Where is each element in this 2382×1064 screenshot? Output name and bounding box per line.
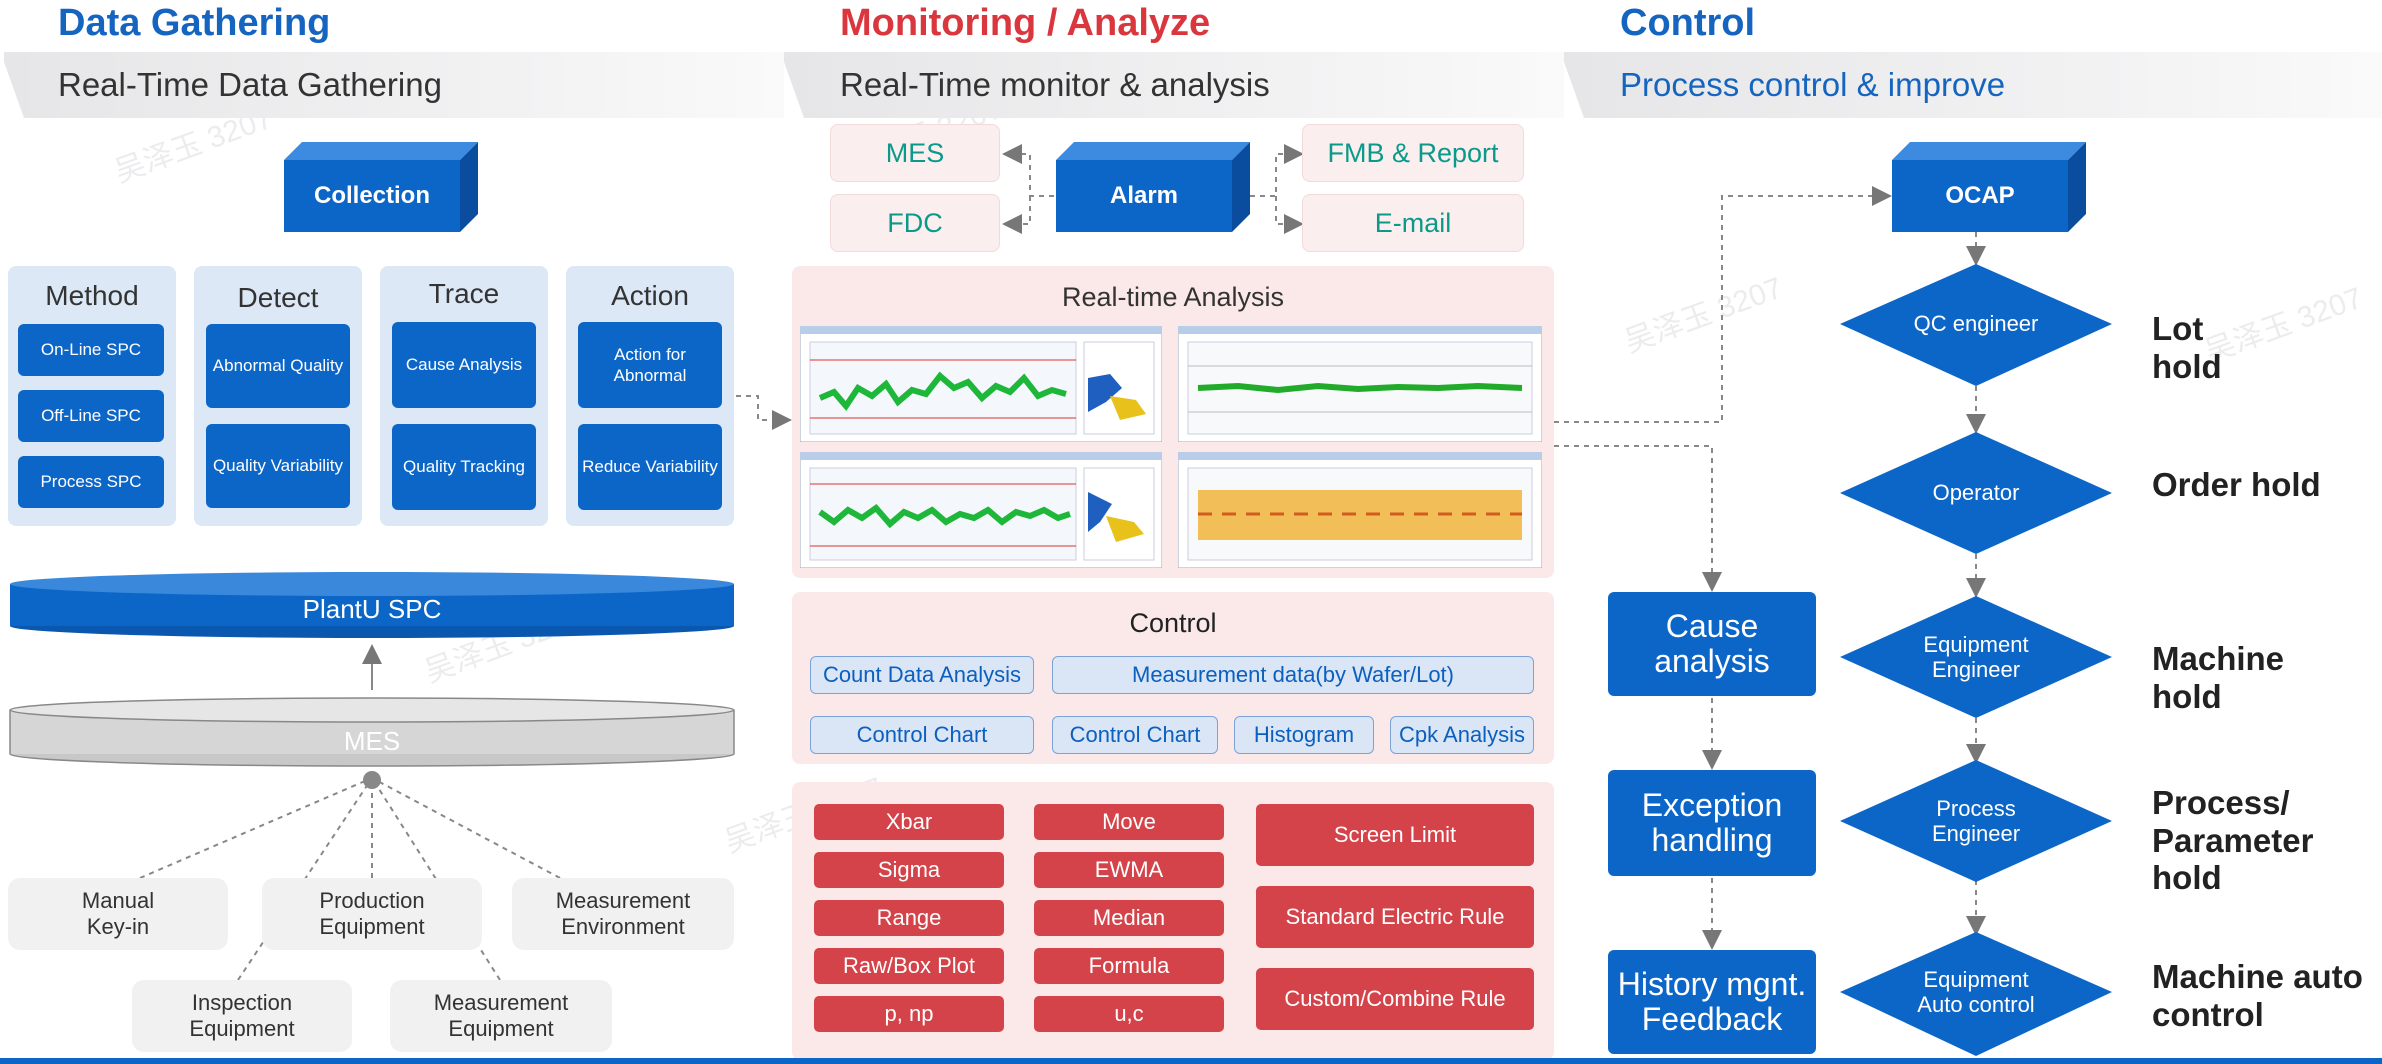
decision-diamonds — [1840, 264, 2112, 1056]
label-process-parameter-hold: Process/ Parameter hold — [2152, 784, 2314, 897]
control-chart-measurement: Control Chart — [1052, 716, 1218, 754]
ocap-label: OCAP — [1945, 182, 2015, 209]
spc-chart-screenshot-3 — [800, 452, 1162, 568]
subtitle-monitor: Real-Time monitor & analysis — [840, 66, 1270, 103]
alarm-target-fmb-report: FMB & Report — [1302, 124, 1524, 182]
rule-standard-electric: Standard Electric Rule — [1256, 886, 1534, 948]
diamond-equipment-auto-control: Equipment Auto control — [1917, 966, 2035, 1017]
action-item: Reduce Variability — [578, 424, 722, 510]
alarm-target-email: E-mail — [1302, 194, 1524, 252]
control-panel-title: Control — [1129, 608, 1217, 638]
realtime-analysis-title: Real-time Analysis — [1061, 282, 1285, 312]
diamond-process-engineer: Process Engineer — [1931, 795, 2021, 846]
histogram: Histogram — [1234, 716, 1374, 754]
diamond-qc-engineer: QC engineer — [1913, 311, 2039, 337]
chart-type-xbar: Xbar — [814, 804, 1004, 840]
source-measurement-environment: Measurement Environment — [512, 878, 734, 950]
spc-chart-screenshot-2 — [1178, 326, 1542, 442]
label-order-hold: Order hold — [2152, 466, 2321, 503]
chart-type-sigma: Sigma — [814, 852, 1004, 888]
ocap-cube — [1892, 142, 2086, 232]
chart-type-p-np: p, np — [814, 996, 1004, 1032]
source-manual-keyin: Manual Key-in — [8, 878, 228, 950]
plantu-label: PlantU SPC — [302, 594, 442, 624]
detect-item: Abnormal Quality — [206, 324, 350, 408]
history-feedback-box: History mgnt. Feedback — [1608, 950, 1816, 1054]
label-lot-hold: Lot hold — [2152, 310, 2222, 385]
chart-type-range: Range — [814, 900, 1004, 936]
method-item: On-Line SPC — [18, 324, 164, 376]
source-production-equipment: Production Equipment — [262, 878, 482, 950]
collection-cube — [284, 142, 478, 232]
trace-title: Trace — [428, 278, 500, 309]
mes-label: MES — [343, 726, 401, 756]
footer-bar — [0, 1058, 2382, 1064]
section-title-gathering: Data Gathering — [58, 2, 331, 44]
alarm-cube — [1056, 142, 1250, 232]
chart-type-median: Median — [1034, 900, 1224, 936]
action-title: Action — [611, 280, 689, 311]
subtitle-control: Process control & improve — [1620, 66, 2006, 103]
chart-type-ewma: EWMA — [1034, 852, 1224, 888]
collection-label: Collection — [313, 182, 430, 209]
section-title-control: Control — [1620, 2, 1756, 44]
trace-item: Quality Tracking — [392, 424, 536, 510]
mes-disk — [9, 697, 735, 767]
plantu-disk — [10, 572, 734, 638]
rule-custom-combine: Custom/Combine Rule — [1256, 968, 1534, 1030]
diamond-operator: Operator — [1932, 480, 2020, 506]
alarm-target-fdc: FDC — [830, 194, 1000, 252]
alarm-label: Alarm — [1109, 182, 1179, 209]
control-chart-count: Control Chart — [810, 716, 1034, 754]
chart-type-formula: Formula — [1034, 948, 1224, 984]
chart-type-raw-box-plot: Raw/Box Plot — [814, 948, 1004, 984]
count-data-analysis: Count Data Analysis — [810, 656, 1034, 694]
action-item: Action for Abnormal — [578, 322, 722, 408]
spc-chart-screenshot-4 — [1178, 452, 1542, 568]
cause-analysis-box: Cause analysis — [1608, 592, 1816, 696]
rule-screen-limit: Screen Limit — [1256, 804, 1534, 866]
cpk-analysis: Cpk Analysis — [1390, 716, 1534, 754]
source-inspection-equipment: Inspection Equipment — [132, 980, 352, 1052]
exception-handling-box: Exception handling — [1608, 770, 1816, 876]
spc-chart-screenshot-1 — [800, 326, 1162, 442]
subtitle-banner-control: Process control & improve — [1564, 52, 2382, 118]
alarm-target-mes: MES — [830, 124, 1000, 182]
method-item: Off-Line SPC — [18, 390, 164, 442]
label-machine-hold: Machine hold — [2152, 640, 2285, 715]
trace-item: Cause Analysis — [392, 322, 536, 408]
method-title: Method — [45, 280, 139, 311]
detect-item: Quality Variability — [206, 424, 350, 508]
chart-type-move: Move — [1034, 804, 1224, 840]
source-measurement-equipment: Measurement Equipment — [390, 980, 612, 1052]
method-item: Process SPC — [18, 456, 164, 508]
subtitle-banner-monitor: Real-Time monitor & analysis — [784, 52, 1564, 118]
section-title-monitor: Monitoring / Analyze — [840, 2, 1211, 44]
diamond-equipment-engineer: Equipment Engineer — [1923, 631, 2029, 682]
label-machine-auto-control: Machine auto control — [2152, 958, 2363, 1033]
measurement-data: Measurement data(by Wafer/Lot) — [1052, 656, 1534, 694]
subtitle-gathering: Real-Time Data Gathering — [58, 66, 442, 103]
detect-title: Detect — [237, 282, 319, 313]
chart-type-u-c: u,c — [1034, 996, 1224, 1032]
subtitle-banner-gathering: Real-Time Data Gathering — [4, 52, 784, 118]
